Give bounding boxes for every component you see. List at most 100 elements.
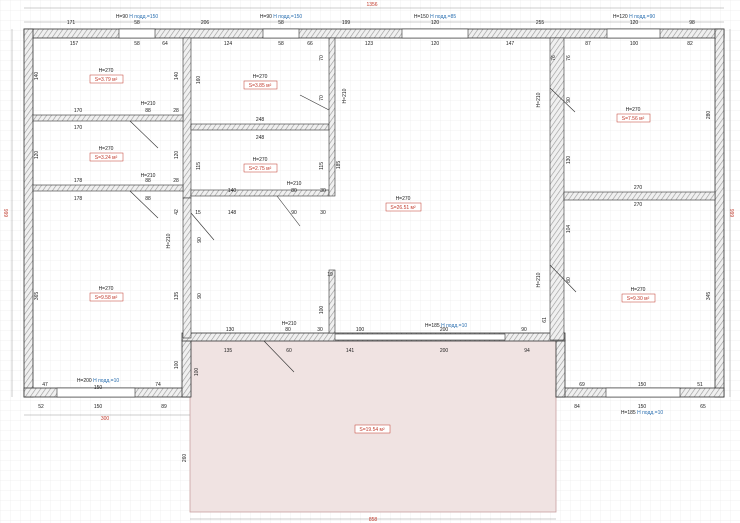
svg-text:150: 150	[638, 382, 647, 388]
room-label: H=270 S=3.79 м²	[89, 68, 124, 84]
overall-height-right: 666	[730, 209, 736, 218]
svg-text:88: 88	[145, 108, 151, 114]
svg-text:58: 58	[134, 41, 140, 47]
svg-text:115: 115	[319, 162, 325, 170]
svg-text:H=120 H подд.=90: H=120 H подд.=90	[613, 14, 656, 20]
svg-text:100: 100	[319, 306, 325, 315]
window-h: H=90	[116, 14, 128, 20]
room-label: H=270 S=3.24 м²	[89, 146, 124, 162]
door-labels: H=210 H=210 H=210 H=210 H=210 H=210 H=21…	[141, 88, 542, 327]
svg-text:100: 100	[356, 327, 365, 333]
svg-text:120: 120	[431, 41, 440, 47]
window	[56, 387, 136, 398]
overall-width-label: 1356	[366, 2, 377, 8]
svg-text:365: 365	[34, 292, 40, 301]
svg-text:171: 171	[67, 20, 76, 26]
svg-text:148: 148	[228, 210, 237, 216]
interior-walls	[32, 37, 716, 341]
svg-text:90: 90	[291, 210, 297, 216]
svg-text:100: 100	[174, 361, 180, 370]
door-swing	[276, 195, 301, 227]
svg-text:90: 90	[197, 237, 203, 243]
svg-text:150: 150	[94, 385, 103, 391]
svg-text:70: 70	[319, 95, 325, 101]
svg-text:H=210: H=210	[342, 88, 348, 103]
svg-text:H=210: H=210	[141, 101, 156, 107]
overall-height-left: 666	[4, 209, 10, 218]
room-label: H=270 S=3.85 м²	[243, 74, 278, 90]
window-h: H=120	[613, 14, 628, 20]
svg-text:30: 30	[317, 327, 323, 333]
svg-text:270: 270	[634, 202, 643, 208]
svg-text:104: 104	[566, 225, 572, 234]
svg-text:H=270: H=270	[253, 74, 268, 80]
svg-text:130: 130	[566, 156, 572, 165]
svg-text:140: 140	[228, 188, 237, 194]
window-h: H=200	[77, 378, 92, 384]
svg-text:H=270: H=270	[396, 196, 411, 202]
room-label: H=270 S=9.58 м²	[89, 286, 124, 302]
door-swing	[549, 264, 577, 293]
svg-text:S=3.24 м²: S=3.24 м²	[95, 155, 118, 161]
svg-text:80: 80	[291, 188, 297, 194]
svg-text:90: 90	[197, 293, 203, 299]
svg-text:H=210: H=210	[282, 321, 297, 327]
svg-text:147: 147	[506, 41, 515, 47]
window-h: H=90	[260, 14, 272, 20]
svg-text:S=3.79 м²: S=3.79 м²	[95, 77, 118, 83]
svg-text:140: 140	[174, 72, 180, 81]
doors	[129, 87, 577, 373]
svg-text:58: 58	[278, 41, 284, 47]
svg-text:S=3.85 м²: S=3.85 м²	[249, 83, 272, 89]
svg-text:90: 90	[521, 327, 527, 333]
overall-dimension-lines	[11, 7, 731, 520]
svg-text:H=270: H=270	[99, 146, 114, 152]
svg-text:200: 200	[440, 348, 449, 354]
svg-text:90: 90	[566, 97, 572, 103]
svg-text:100: 100	[194, 368, 200, 377]
window-h: H=185	[621, 410, 636, 416]
svg-text:206: 206	[201, 20, 210, 26]
svg-text:84: 84	[574, 404, 580, 410]
svg-text:H=210: H=210	[166, 233, 172, 248]
svg-text:76: 76	[566, 55, 572, 61]
svg-text:S=19.54 м²: S=19.54 м²	[359, 427, 385, 433]
svg-text:19: 19	[327, 272, 333, 278]
svg-text:120: 120	[630, 20, 639, 26]
svg-text:H=90 H подд.=150: H=90 H подд.=150	[260, 14, 303, 20]
window	[605, 387, 681, 398]
svg-text:345: 345	[706, 292, 712, 301]
svg-text:120: 120	[34, 151, 40, 160]
window-h: H=185	[425, 323, 440, 329]
svg-text:52: 52	[38, 404, 44, 410]
svg-text:S=26.51 м²: S=26.51 м²	[390, 205, 416, 211]
svg-text:200: 200	[440, 327, 449, 333]
svg-text:150: 150	[638, 404, 647, 410]
window	[606, 28, 661, 39]
svg-text:H=185 H подд.=10: H=185 H подд.=10	[425, 323, 468, 329]
svg-text:157: 157	[70, 41, 79, 47]
svg-text:120: 120	[174, 151, 180, 160]
svg-text:H=210: H=210	[536, 272, 542, 287]
room-label: H=270 S=9.30 м²	[621, 287, 656, 303]
windows	[56, 28, 681, 398]
svg-text:98: 98	[689, 20, 695, 26]
svg-text:H=185 H подд.=10: H=185 H подд.=10	[621, 410, 664, 416]
svg-text:H=270: H=270	[253, 157, 268, 163]
svg-text:199: 199	[342, 20, 351, 26]
svg-text:H=210: H=210	[287, 181, 302, 187]
svg-text:141: 141	[346, 348, 355, 354]
svg-text:70: 70	[319, 55, 325, 61]
svg-text:H=210: H=210	[536, 92, 542, 107]
svg-text:88: 88	[145, 196, 151, 202]
svg-text:15: 15	[195, 210, 201, 216]
room-label: H=270 S=7.56 м²	[616, 107, 651, 123]
svg-text:185: 185	[336, 161, 342, 170]
porch-width: 858	[369, 517, 378, 523]
svg-text:80: 80	[285, 327, 291, 333]
door-swing	[299, 94, 330, 111]
dimension-numbers: 171 58 206 58 199 120 255 120 98 157 58 …	[34, 20, 712, 462]
svg-text:30: 30	[320, 210, 326, 216]
window-labels: H=90 H подд.=150 H=90 H подд.=150 H=150 …	[77, 14, 664, 416]
